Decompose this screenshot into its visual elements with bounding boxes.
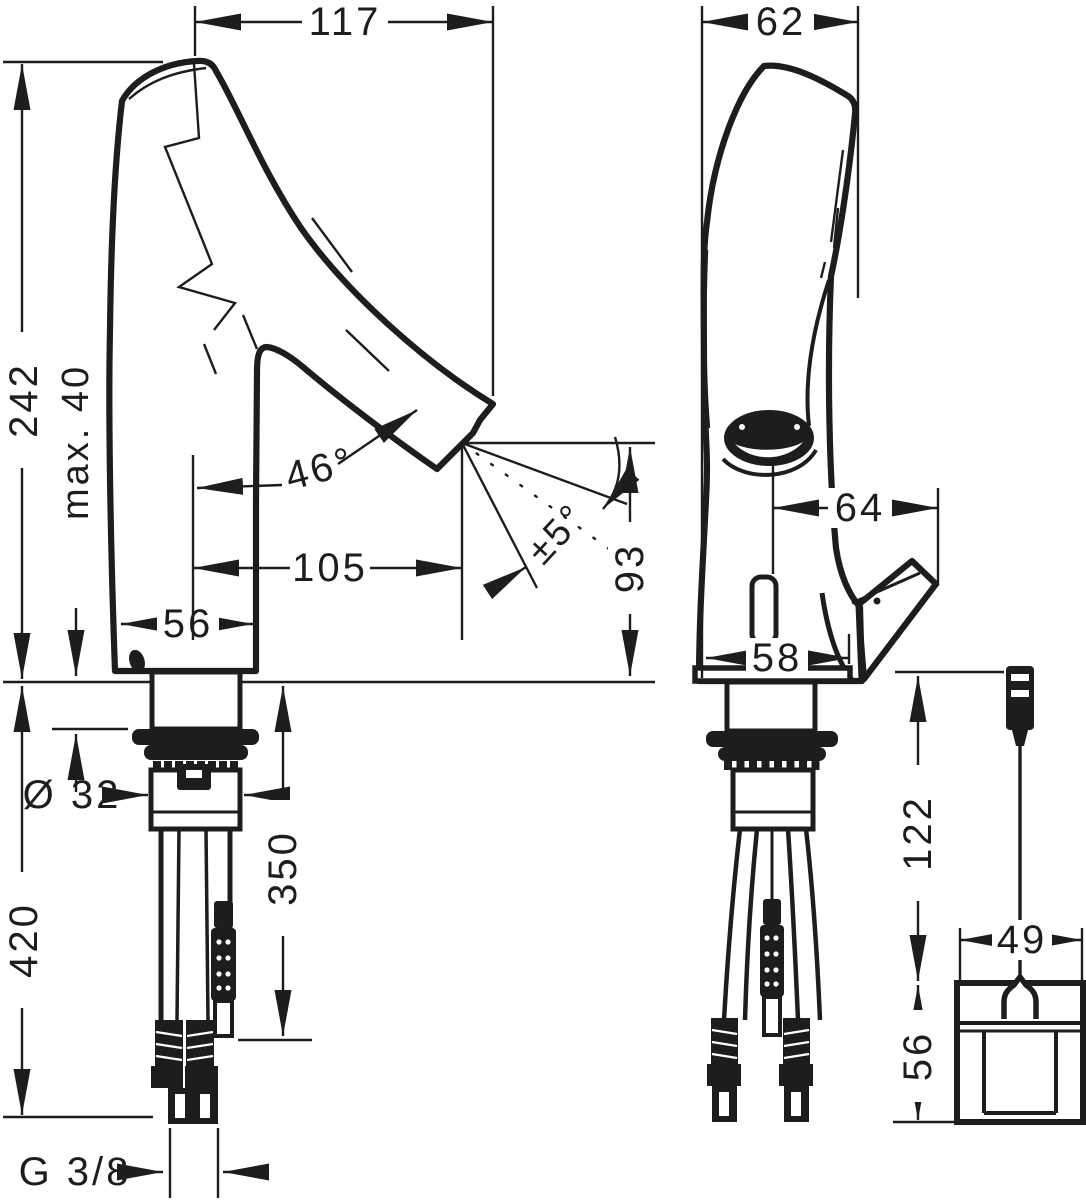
- dim-box-height: 56: [896, 985, 940, 1120]
- front-sensor-dot: [129, 649, 145, 673]
- dim-label-56-front: 56: [163, 602, 214, 646]
- dim-label-max40: max. 40: [55, 364, 97, 520]
- dim-label-64: 64: [835, 486, 886, 530]
- dim-label-105: 105: [292, 546, 368, 590]
- side-clamp-teeth: [724, 761, 820, 770]
- spray-fan: [460, 441, 628, 589]
- side-reflection-lines: [704, 149, 845, 429]
- dim-outlet-height: 93: [462, 441, 655, 676]
- dim-base-depth: 58: [706, 634, 851, 680]
- dim-label-242: 242: [2, 362, 46, 438]
- dim-max-thickness: max. 40: [55, 364, 97, 792]
- front-shank: [149, 669, 243, 732]
- datum-lines: [3, 60, 1004, 1124]
- dim-label-49: 49: [997, 918, 1048, 962]
- side-view: [692, 62, 940, 685]
- dim-label-46: 46°: [281, 439, 360, 499]
- front-mounting-assembly: [132, 669, 259, 1124]
- dim-label-pm5: ±5°: [519, 495, 595, 572]
- dim-connection-thread: G 3/8: [19, 1128, 269, 1198]
- battery-box-detail: [954, 666, 1086, 1125]
- dim-label-117: 117: [309, 0, 382, 44]
- dim-hole-diameter: Ø 32: [23, 773, 290, 817]
- side-mounting-assembly: [706, 679, 838, 1122]
- dim-label-122: 122: [896, 795, 940, 871]
- dim-spout-reach: 105: [191, 447, 464, 640]
- side-mounting-nut: [730, 767, 816, 832]
- front-facet-lines: [163, 63, 390, 375]
- dim-label-62: 62: [756, 0, 807, 44]
- side-temp-handle: [854, 557, 940, 683]
- side-shank: [724, 679, 818, 734]
- front-cable-plug: [211, 901, 236, 1038]
- dim-base-width: 56: [121, 602, 253, 646]
- dim-label-58: 58: [752, 636, 803, 680]
- front-view: [106, 57, 497, 675]
- dim-front-height: 242: [2, 64, 46, 679]
- dim-label-420: 420: [2, 902, 46, 978]
- battery-box: [954, 980, 1086, 1125]
- front-hose-connectors: [151, 1020, 218, 1124]
- side-hose-connectors: [707, 1018, 813, 1122]
- dim-label-93: 93: [608, 543, 652, 594]
- side-faucet-outline: [695, 62, 866, 685]
- dim-below-counter: 420: [2, 686, 46, 1115]
- sensor-window: [724, 410, 814, 466]
- dim-handle-projection: 64: [771, 462, 940, 586]
- dim-side-depth: 62: [700, 0, 860, 678]
- side-cable-plug: [760, 829, 784, 1037]
- temp-indicator-window: [749, 574, 779, 646]
- dim-label-56-side: 56: [896, 1031, 940, 1082]
- front-faucet-outline: [106, 57, 497, 675]
- dim-front-width: 117: [193, 0, 495, 396]
- dim-box-width: 49: [958, 918, 1084, 981]
- dim-label-350: 350: [261, 830, 305, 906]
- dim-hose-drop: 350: [261, 686, 305, 1036]
- dim-label-o32: Ø 32: [23, 773, 122, 817]
- dim-label-g38: G 3/8: [19, 1150, 132, 1194]
- plug-socket: [1001, 972, 1039, 1019]
- dim-cable-drop: 122: [896, 676, 940, 981]
